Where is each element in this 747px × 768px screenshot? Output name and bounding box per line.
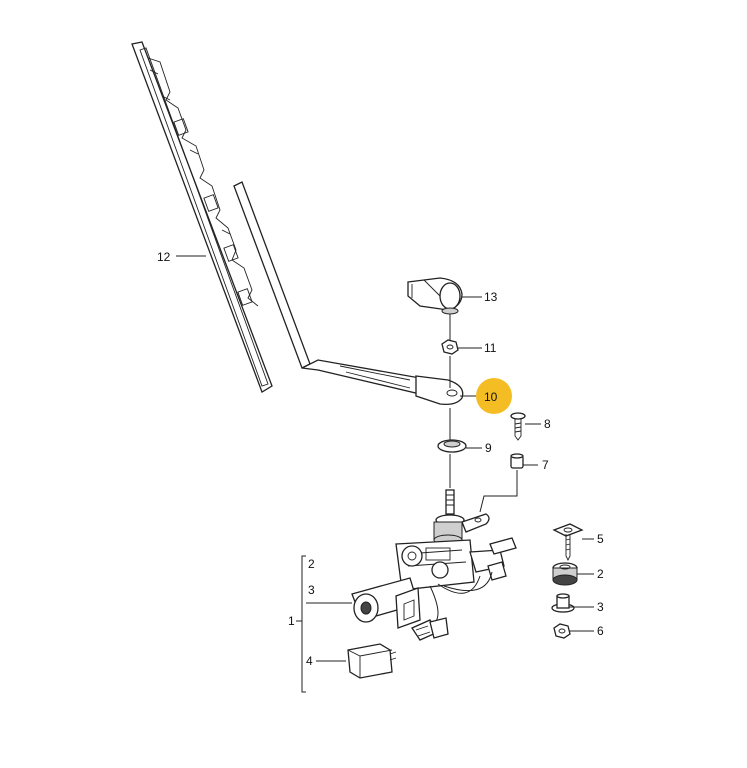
callout-3-right[interactable]: 3 [597,600,604,614]
leader-lines [176,255,594,693]
bracket-screw-part-5[interactable] [552,523,584,562]
callout-4[interactable]: 4 [306,654,313,668]
nut-part-6[interactable] [553,623,571,639]
sleeve-part-3[interactable] [551,593,575,613]
callout-5[interactable]: 5 [597,532,604,546]
relay-part-4[interactable] [347,643,397,679]
callout-9[interactable]: 9 [485,441,492,455]
rubber-bushing-part-2[interactable] [552,562,578,586]
callout-2-left[interactable]: 2 [308,557,315,571]
callout-10[interactable]: 10 [484,390,498,404]
callout-13[interactable]: 13 [484,290,498,304]
wiper-arm-part-10[interactable] [233,181,464,406]
cap-part-13[interactable] [407,277,463,315]
highlight-marker [476,378,512,414]
callout-1[interactable]: 1 [288,614,295,628]
callout-6[interactable]: 6 [597,624,604,638]
callout-3-left[interactable]: 3 [308,583,315,597]
grommet-part-9[interactable] [437,439,467,453]
callout-7[interactable]: 7 [542,458,549,472]
nut-part-11[interactable] [441,339,459,355]
callout-11[interactable]: 11 [484,341,497,355]
callout-2-right[interactable]: 2 [597,567,604,581]
callout-8[interactable]: 8 [544,417,551,431]
screw-part-8[interactable] [510,412,526,441]
callout-12[interactable]: 12 [157,250,171,264]
spacer-part-7[interactable] [510,453,524,469]
wiper-blade-part-12[interactable] [131,41,273,393]
wiper-motor-assembly[interactable] [351,489,517,641]
